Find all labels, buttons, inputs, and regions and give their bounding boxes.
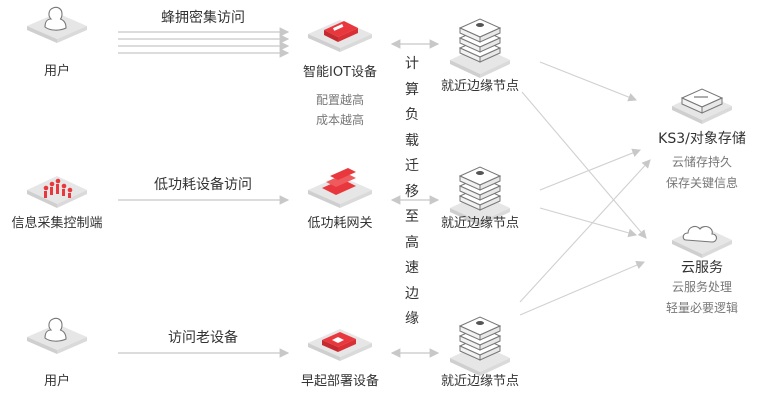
edge-label-top: 就近边缘节点 bbox=[440, 79, 519, 94]
user-label-bottom: 用户 bbox=[43, 374, 70, 389]
legacy-device-label: 早起部署设备 bbox=[300, 374, 379, 389]
user-label-top: 用户 bbox=[43, 64, 70, 79]
gateway-label: 低功耗网关 bbox=[307, 216, 373, 231]
cloud-service-note-2: 轻量必要逻辑 bbox=[665, 301, 738, 315]
legacy-device-icon bbox=[308, 329, 372, 361]
controller-icon bbox=[27, 176, 87, 208]
edge-label-bottom: 就近边缘节点 bbox=[440, 374, 519, 389]
storage-note-1: 云储存持久 bbox=[671, 155, 732, 169]
edge-label-middle: 就近边缘节点 bbox=[440, 216, 519, 231]
flow-label-middle: 低功耗设备访问 bbox=[154, 177, 252, 193]
storage-title: KS3/对象存储 bbox=[658, 131, 746, 147]
storage-note-2: 保存关键信息 bbox=[665, 176, 738, 190]
flow-label-top: 蜂拥密集访问 bbox=[161, 10, 245, 26]
cloud-service-icon bbox=[672, 225, 732, 258]
cloud-service-note-1: 云服务处理 bbox=[671, 280, 732, 294]
top-access-arrows bbox=[118, 27, 290, 58]
edge-node-icon-middle bbox=[450, 166, 510, 226]
iot-note-2: 成本越高 bbox=[315, 113, 364, 127]
migration-vertical-text: 计算负载迁移至高速边缘 bbox=[405, 56, 419, 327]
flow-label-bottom: 访问老设备 bbox=[168, 330, 238, 346]
object-storage-icon bbox=[672, 88, 732, 124]
edge-to-cloud-arrows bbox=[519, 61, 651, 316]
collector-label: 信息采集控制端 bbox=[11, 216, 103, 231]
user-icon-top bbox=[27, 6, 87, 43]
iot-device-icon bbox=[308, 20, 372, 52]
user-icon-bottom bbox=[27, 317, 87, 354]
cloud-service-title: 云服务 bbox=[681, 260, 723, 276]
edge-node-icon-bottom bbox=[450, 316, 510, 376]
edge-node-icon-top bbox=[450, 18, 510, 78]
iot-note-1: 配置越高 bbox=[315, 93, 364, 107]
iot-device-label: 智能IOT设备 bbox=[302, 65, 377, 80]
gateway-icon bbox=[308, 168, 372, 208]
